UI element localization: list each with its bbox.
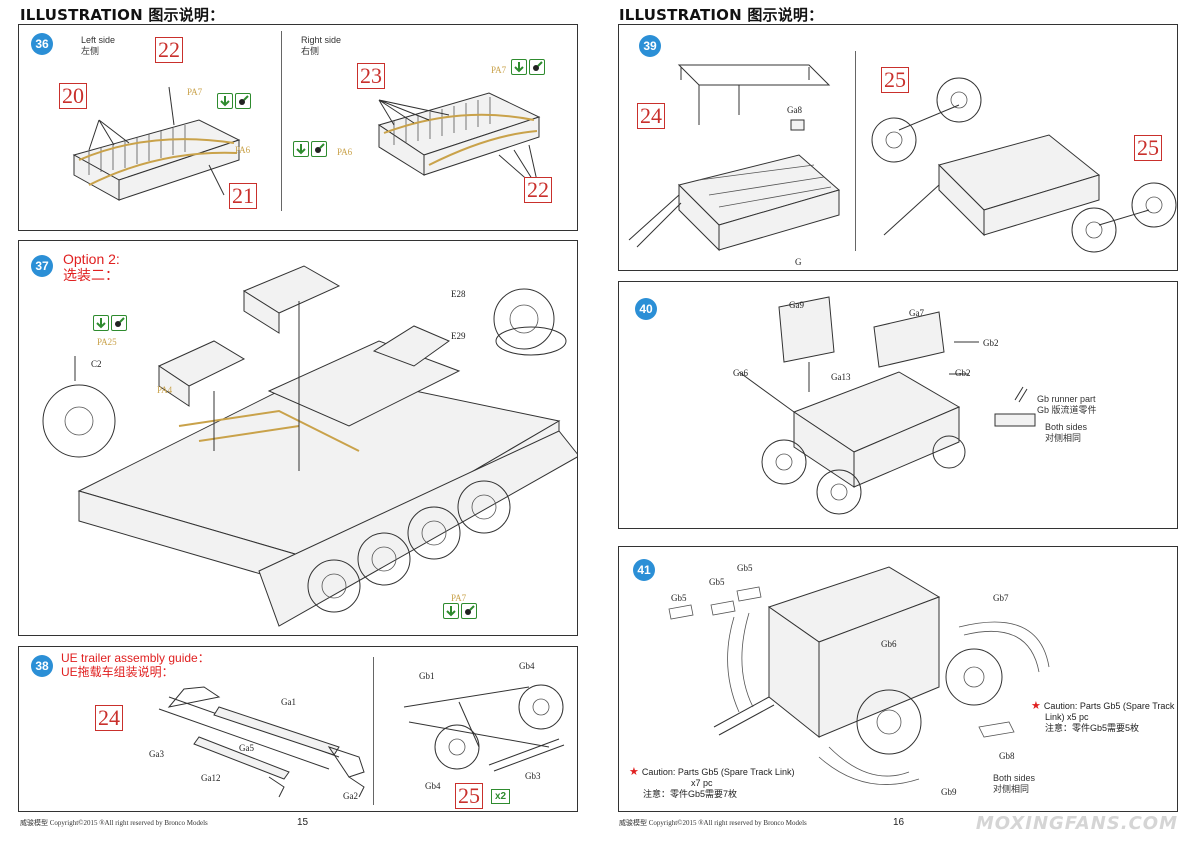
- label-gb1: Gb1: [419, 671, 435, 681]
- caution-note-left: ★Caution: Parts Gb5 (Spare Track Link) x…: [629, 766, 795, 800]
- multiplier-badge: x2: [491, 789, 511, 804]
- step-36-divider: [281, 31, 282, 211]
- left-side-label: Left side 左侧: [81, 35, 116, 56]
- label-ga12: Ga12: [201, 773, 221, 783]
- step-37-title: Option 2: 选装二：: [63, 251, 120, 283]
- label-gb5-a: Gb5: [671, 593, 687, 603]
- label-pa7: PA7: [451, 593, 467, 603]
- glue-down-arrow-icon: [443, 603, 459, 619]
- glue-down-arrow-icon: [293, 141, 309, 157]
- part-24-trailer: 24: [637, 103, 665, 129]
- footer-right: 威骏模型 Copyright©2015 ®All right reserved …: [619, 819, 807, 827]
- paint-brush-icon: [235, 93, 251, 109]
- watermark: MOXINGFANS.COM: [975, 813, 1178, 834]
- trailer-frame-drawing: [158, 684, 565, 798]
- trailer-spare-tracks-drawing: [668, 566, 1050, 785]
- step-41-panel: 41 Gb5 Gb5 Gb5 Gb7 Gb6 Gb8 Gb9 ★Caution:…: [618, 546, 1178, 812]
- footer-left: 威骏模型 Copyright©2015 ®All right reserved …: [20, 819, 208, 827]
- label-pa7-left: PA7: [187, 87, 203, 97]
- both-sides-note-40: Both sides 对侧相同: [1045, 422, 1088, 443]
- label-ga5: Ga5: [239, 743, 254, 753]
- part-20: 20: [59, 83, 87, 109]
- page-header-left: ILLUSTRATION 图示说明：: [20, 6, 225, 24]
- label-ga9: Ga9: [789, 300, 804, 310]
- part-23: 23: [357, 63, 385, 89]
- part-25-right: 25: [1134, 135, 1162, 161]
- part-25-top: 25: [881, 67, 909, 93]
- glue-paint-icons-37a: [93, 315, 127, 331]
- label-gb3: Gb3: [525, 771, 541, 781]
- glue-down-arrow-icon: [217, 93, 233, 109]
- label-gb4-top: Gb4: [519, 661, 535, 671]
- step-36-badge: 36: [31, 33, 53, 55]
- label-pa4: PA4: [157, 385, 173, 395]
- step-38-title: UE trailer assembly guide： UE拖载车组装说明：: [61, 651, 210, 679]
- paint-brush-icon: [461, 603, 477, 619]
- part-22-left: 22: [155, 37, 183, 63]
- label-ga3: Ga3: [149, 749, 164, 759]
- page-number-right: 16: [893, 817, 905, 828]
- tank-drawing: [42, 265, 577, 627]
- label-gb5-c: Gb5: [737, 563, 753, 573]
- step-41-badge: 41: [633, 559, 655, 581]
- star-icon: ★: [629, 766, 639, 778]
- step-39-panel: 39 Ga8 24 25 25 G: [618, 24, 1178, 271]
- jerrycan-rack-drawing: [72, 86, 541, 201]
- label-e29: E29: [451, 331, 466, 341]
- step-38-badge: 38: [31, 655, 53, 677]
- paint-brush-icon: [529, 59, 545, 75]
- label-ga6: Ga6: [733, 368, 748, 378]
- trailer-body-drawing: Ga8: [628, 64, 1177, 253]
- svg-text:Ga8: Ga8: [787, 105, 802, 115]
- caution-note-right: ★Caution: Parts Gb5 (Spare Track Link) x…: [1031, 700, 1175, 734]
- step-38-divider: [373, 657, 374, 805]
- part-21: 21: [229, 183, 257, 209]
- label-ga1: Ga1: [281, 697, 296, 707]
- glue-paint-icons-36a: [217, 93, 251, 109]
- label-c2: C2: [91, 359, 102, 369]
- label-pa6-left: PA6: [235, 145, 251, 155]
- part-25: 25: [455, 783, 483, 809]
- glue-down-arrow-icon: [93, 315, 109, 331]
- right-side-label: Right side 右侧: [301, 35, 342, 56]
- gb-runner-note: Gb runner part Gb 版流道零件: [1037, 394, 1097, 415]
- trailer-wheels-drawing: [738, 296, 1036, 515]
- page-number-left: 15: [297, 817, 309, 828]
- step-37-badge: 37: [31, 255, 53, 277]
- step-39-divider: [855, 51, 856, 251]
- step-36-panel: 36 Left side 左侧 Right side 右侧: [18, 24, 578, 231]
- label-pa25: PA25: [97, 337, 117, 347]
- label-ga7: Ga7: [909, 308, 924, 318]
- label-e28: E28: [451, 289, 466, 299]
- label-gb8: Gb8: [999, 751, 1015, 761]
- label-gb9: Gb9: [941, 787, 957, 797]
- label-gb7: Gb7: [993, 593, 1009, 603]
- glue-down-arrow-icon: [511, 59, 527, 75]
- step-40-badge: 40: [635, 298, 657, 320]
- label-pa7-right: PA7: [491, 65, 507, 75]
- label-gb6: Gb6: [881, 639, 897, 649]
- part-24: 24: [95, 705, 123, 731]
- part-22-right: 22: [524, 177, 552, 203]
- page-header-right: ILLUSTRATION 图示说明：: [619, 6, 824, 24]
- label-gb2-bottom: Gb2: [955, 368, 971, 378]
- label-pa6-right: PA6: [337, 147, 353, 157]
- step-39-badge: 39: [639, 35, 661, 57]
- glue-paint-icons-37b: [443, 603, 477, 619]
- glue-paint-icons-36b: [511, 59, 545, 75]
- paint-brush-icon: [111, 315, 127, 331]
- label-ga2: Ga2: [343, 791, 358, 801]
- paint-brush-icon: [311, 141, 327, 157]
- step-37-panel: 37 Option 2: 选装二：: [18, 240, 578, 636]
- step-38-panel: 38 UE trailer assembly guide： UE拖载车组装说明：…: [18, 646, 578, 812]
- step-40-panel: 40 Ga9 Ga7 Gb2 Ga6 Ga13 Gb2 Gb runner pa…: [618, 281, 1178, 529]
- label-gb4-bottom: Gb4: [425, 781, 441, 791]
- label-gb5-b: Gb5: [709, 577, 725, 587]
- glue-paint-icons-36c: [293, 141, 327, 157]
- label-gb2-top: Gb2: [983, 338, 999, 348]
- both-sides-note-41: Both sides 对侧相同: [993, 773, 1036, 794]
- star-icon: ★: [1031, 700, 1041, 712]
- label-g: G: [795, 257, 802, 267]
- label-ga13: Ga13: [831, 372, 851, 382]
